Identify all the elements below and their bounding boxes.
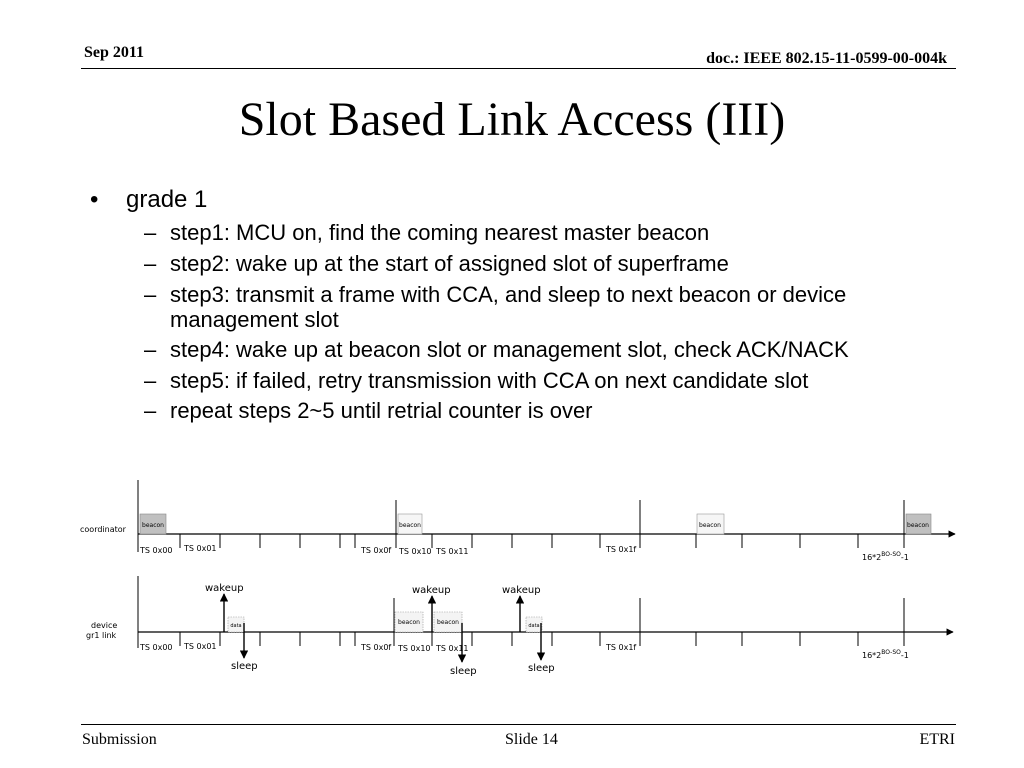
step-text: step1: MCU on, find the coming nearest m… <box>170 220 710 245</box>
ts-label: TS 0x0f <box>360 643 391 652</box>
ts-label: TS 0x0f <box>360 546 391 555</box>
beacon-label: beacon <box>398 619 420 626</box>
timing-diagram: beacon beacon beacon beacon coordinator … <box>80 480 956 677</box>
beacon-label: beacon <box>142 522 164 529</box>
coordinator-label: coordinator <box>80 525 127 534</box>
coordinator-timeline: beacon beacon beacon beacon coordinator … <box>80 480 956 562</box>
step-text: management slot <box>170 307 339 332</box>
period-formula: 16*2BO-SO-1 <box>862 551 909 562</box>
device-timeline: data beacon beacon data wakeup wakeup wa… <box>86 576 954 677</box>
dash-icon: – <box>144 251 157 276</box>
footer-org: ETRI <box>919 731 955 748</box>
data-box <box>525 616 543 633</box>
sleep-label: sleep <box>450 666 477 677</box>
wakeup-label: wakeup <box>205 583 244 594</box>
ts-label: TS 0x00 <box>139 546 173 555</box>
ts-label: TS 0x1f <box>605 643 636 652</box>
dash-icon: – <box>144 368 157 393</box>
footer-submission: Submission <box>82 731 157 748</box>
slide-title: Slot Based Link Access (III) <box>238 93 786 146</box>
step-text: step2: wake up at the start of assigned … <box>170 251 729 276</box>
beacon-label: beacon <box>437 619 459 626</box>
ts-label: TS 0x11 <box>435 644 469 653</box>
step-text: step4: wake up at beacon slot or managem… <box>170 337 849 362</box>
sleep-label: sleep <box>231 661 258 672</box>
device-label: device <box>91 621 117 630</box>
data-label: data <box>528 623 539 629</box>
ts-label: TS 0x10 <box>398 547 432 556</box>
wakeup-label: wakeup <box>502 585 541 596</box>
dash-icon: – <box>144 398 157 423</box>
period-formula: 16*2BO-SO-1 <box>862 649 909 660</box>
dash-icon: – <box>144 220 157 245</box>
bullet-text: grade 1 <box>126 186 208 213</box>
ts-label: TS 0x1f <box>605 545 636 554</box>
device-label: gr1 link <box>86 631 117 640</box>
ts-label: TS 0x10 <box>397 644 431 653</box>
header-doc-id: doc.: IEEE 802.15-11-0599-00-004k <box>706 50 947 67</box>
beacon-label: beacon <box>399 522 421 529</box>
slot-ticks <box>179 500 905 548</box>
ts-label: TS 0x01 <box>183 544 217 553</box>
dash-icon: – <box>144 282 157 307</box>
ts-label: TS 0x01 <box>183 642 217 651</box>
beacon-label: beacon <box>907 522 929 529</box>
beacon-box <box>139 513 167 535</box>
footer-rule <box>81 724 956 725</box>
beacon-box <box>397 513 423 535</box>
data-label: data <box>230 623 241 629</box>
dash-icon: – <box>144 337 157 362</box>
bullet-icon: • <box>90 186 99 213</box>
ts-label: TS 0x00 <box>139 643 173 652</box>
step-text: repeat steps 2~5 until retrial counter i… <box>170 398 593 423</box>
sleep-label: sleep <box>528 663 555 674</box>
beacon-box <box>394 611 424 633</box>
beacon-box <box>905 513 932 535</box>
footer-slide-number: Slide 14 <box>505 731 558 748</box>
step-text: step3: transmit a frame with CCA, and sl… <box>170 282 847 307</box>
beacon-box <box>433 611 463 633</box>
beacon-box <box>696 513 725 535</box>
step-text: step5: if failed, retry transmission wit… <box>170 368 809 393</box>
header-date: Sep 2011 <box>84 44 145 61</box>
beacon-label: beacon <box>699 522 721 529</box>
wakeup-label: wakeup <box>412 585 451 596</box>
slot-ticks <box>179 598 905 646</box>
header-rule <box>81 68 956 69</box>
ts-label: TS 0x11 <box>435 547 469 556</box>
